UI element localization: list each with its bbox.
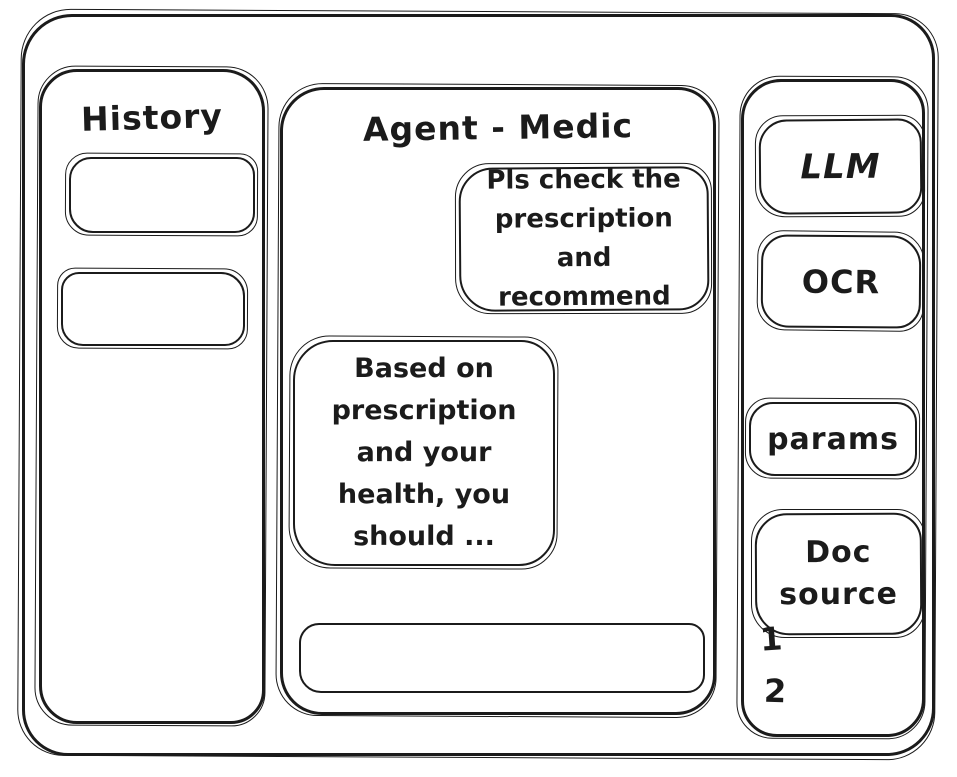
doc-source-item-2[interactable]: 2 (763, 671, 787, 711)
doc-source-item-1[interactable]: 1 (758, 619, 784, 659)
history-sidebar: History (39, 69, 265, 724)
user-message-bubble: Pls check the prescription and recommend (458, 164, 710, 313)
assistant-message-bubble: Based on prescription and your health, y… (293, 340, 555, 566)
history-item[interactable] (69, 157, 255, 233)
llm-button[interactable]: LLM (758, 118, 923, 215)
chat-title: Agent - Medic (362, 106, 634, 149)
ocr-button[interactable]: OCR (760, 234, 922, 329)
tools-sidebar: LLM OCR params Doc source 1 2 (741, 79, 925, 737)
history-item[interactable] (61, 272, 245, 346)
params-button[interactable]: params (749, 402, 917, 476)
app-frame: History Agent - Medic Pls check the pres… (22, 14, 935, 756)
message-input[interactable] (299, 623, 705, 693)
history-title: History (80, 96, 224, 139)
chat-panel: Agent - Medic Pls check the prescription… (280, 87, 716, 715)
doc-source-button[interactable]: Doc source (754, 512, 923, 636)
